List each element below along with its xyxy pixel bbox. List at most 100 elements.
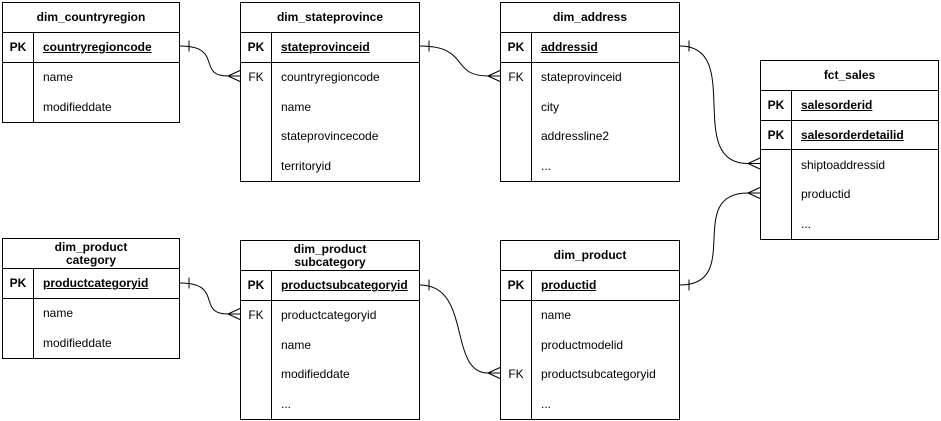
table-row-pk: PK productsubcategoryid [241, 271, 419, 301]
edge-line [679, 45, 749, 164]
field-name: shiptoaddressid [801, 157, 886, 172]
table-row: addressline2 [501, 122, 679, 152]
table-row: productid [761, 180, 938, 210]
field-name: name [281, 337, 312, 352]
edge-line [179, 282, 229, 315]
connector-countryregion-stateprovince[interactable] [179, 40, 241, 82]
field-name: modifieddate [43, 335, 112, 350]
table-dim-product[interactable]: dim_product PK productid name productmod… [500, 240, 680, 420]
table-row-pk: PK countryregioncode [3, 33, 179, 63]
edge-line [419, 284, 489, 374]
table-title: dim_product category [3, 239, 179, 269]
fk-label: FK [508, 70, 524, 85]
table-title: dim_countryregion [3, 3, 179, 33]
table-row-pk: PK productid [501, 271, 679, 301]
table-row: name [3, 63, 179, 93]
table-row-pk: PK addressid [501, 33, 679, 63]
table-fct-sales[interactable]: fct_sales PK salesorderid PK salesorderd… [760, 60, 939, 240]
field-name: productmodelid [541, 337, 624, 352]
table-row: city [501, 92, 679, 122]
table-row-pk: PK salesorderdetailid [761, 121, 938, 150]
field-name: productid [801, 187, 851, 202]
connector-stateprovince-address[interactable] [419, 40, 501, 82]
field-name: addressid [541, 40, 598, 55]
field-name: salesorderdetailid [801, 127, 904, 142]
edge-line [419, 45, 489, 77]
field-name: ... [541, 158, 552, 173]
table-row: modifieddate [3, 328, 179, 358]
field-name: ... [541, 396, 552, 411]
crow-foot-icon [747, 157, 761, 170]
field-name: stateprovinceid [281, 40, 370, 55]
connector-category-subcategory[interactable] [179, 277, 241, 320]
table-row: stateprovincecode [241, 122, 419, 152]
table-dim-product-category[interactable]: dim_product category PK productcategoryi… [2, 238, 180, 359]
field-name: productcategoryid [43, 276, 149, 291]
table-row: modifieddate [241, 360, 419, 390]
field-name: name [281, 99, 312, 114]
field-name: name [43, 70, 74, 85]
table-title: dim_stateprovince [241, 3, 419, 33]
crow-foot-icon [227, 308, 241, 320]
table-row: territoryid [241, 151, 419, 181]
connector-address-fctsales[interactable] [679, 40, 761, 170]
field-name: productcategoryid [281, 308, 377, 323]
field-name: modifieddate [43, 99, 112, 114]
fk-label: FK [248, 70, 264, 85]
field-name: ... [281, 396, 292, 411]
pk-label: PK [767, 98, 785, 113]
field-name: countryregioncode [43, 40, 152, 55]
table-title: dim_product subcategory [241, 241, 419, 271]
field-name: territoryid [281, 158, 332, 173]
table-row: shiptoaddressid [761, 150, 938, 180]
table-row-fk: FK stateprovinceid [501, 63, 679, 93]
table-row: ... [501, 389, 679, 419]
table-row-pk: PK salesorderid [761, 91, 938, 121]
pk-label: PK [9, 276, 27, 291]
table-row: name [3, 299, 179, 329]
table-row-pk: PK productcategoryid [3, 269, 179, 299]
table-row: name [241, 330, 419, 360]
field-name: ... [801, 216, 812, 231]
field-name: stateprovincecode [281, 129, 379, 144]
table-row: name [241, 92, 419, 122]
field-name: name [541, 308, 572, 323]
connector-product-fctsales[interactable] [679, 187, 761, 291]
table-dim-address[interactable]: dim_address PK addressid FK stateprovinc… [500, 2, 680, 182]
field-name: city [541, 99, 559, 114]
field-name: productsubcategoryid [281, 278, 408, 293]
crow-foot-icon [487, 70, 501, 82]
table-row-pk: PK stateprovinceid [241, 33, 419, 63]
edge-line [679, 192, 749, 286]
field-name: addressline2 [541, 129, 610, 144]
crow-foot-icon [227, 70, 241, 82]
connector-subcategory-product[interactable] [419, 279, 501, 379]
table-row: ... [241, 389, 419, 419]
crow-foot-icon [747, 187, 761, 199]
table-dim-product-subcategory[interactable]: dim_product subcategory PK productsubcat… [240, 240, 420, 420]
field-name: salesorderid [801, 98, 873, 113]
field-name: countryregioncode [281, 70, 380, 85]
field-name: name [43, 306, 74, 321]
field-name: productid [541, 278, 597, 293]
field-name: stateprovinceid [541, 70, 622, 85]
table-title: dim_address [501, 3, 679, 33]
pk-label: PK [767, 127, 785, 142]
table-dim-stateprovince[interactable]: dim_stateprovince PK stateprovinceid FK … [240, 2, 420, 182]
fk-label: FK [508, 367, 524, 382]
table-row: ... [761, 209, 938, 239]
table-row: productmodelid [501, 330, 679, 360]
pk-label: PK [9, 40, 27, 55]
edge-line [179, 45, 229, 77]
pk-label: PK [507, 278, 525, 293]
table-row: ... [501, 151, 679, 181]
pk-label: PK [247, 278, 265, 293]
crow-foot-icon [487, 367, 501, 379]
table-dim-countryregion[interactable]: dim_countryregion PK countryregioncode n… [2, 2, 180, 123]
pk-label: PK [507, 40, 525, 55]
field-name: modifieddate [281, 367, 350, 382]
table-title: dim_product [501, 241, 679, 271]
table-row: name [501, 301, 679, 331]
